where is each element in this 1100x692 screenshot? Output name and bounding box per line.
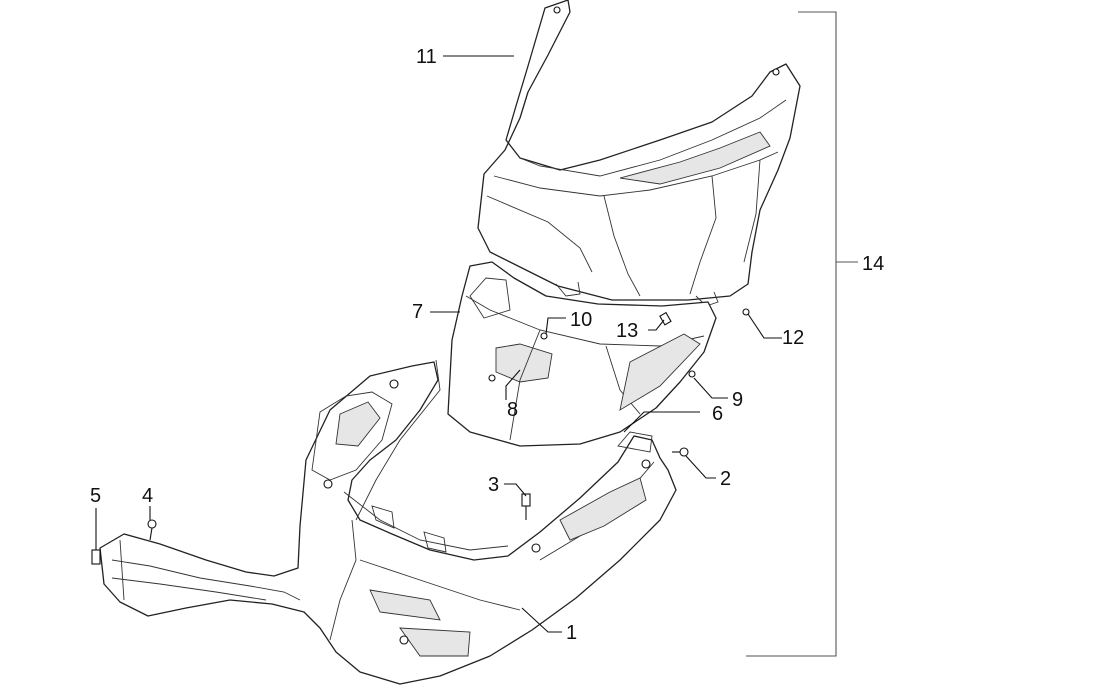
part-11-upper-shield <box>477 0 801 307</box>
fastener-13-clip <box>659 311 672 326</box>
callout-1: 1 <box>566 622 577 644</box>
fastener-8-screw <box>488 374 496 382</box>
fastener-2-screw <box>672 447 689 457</box>
callout-6: 6 <box>712 403 723 425</box>
fastener-12-screw <box>742 308 750 316</box>
callout-3: 3 <box>488 474 499 496</box>
fastener-10-screw <box>540 332 548 340</box>
part-7-inner-panel <box>447 261 717 447</box>
leader-lines <box>95 11 858 657</box>
callout-14: 14 <box>862 253 884 275</box>
callout-8: 8 <box>507 399 518 421</box>
callout-7: 7 <box>412 301 423 323</box>
callout-4: 4 <box>142 485 153 507</box>
callout-10: 10 <box>570 309 592 331</box>
callout-5: 5 <box>90 485 101 507</box>
callout-13: 13 <box>616 320 638 342</box>
callout-2: 2 <box>720 468 731 490</box>
callout-11: 11 <box>416 46 437 68</box>
fastener-4-screw <box>147 519 157 541</box>
callout-9: 9 <box>732 389 743 411</box>
part-1-floorboard <box>99 359 677 685</box>
callout-12: 12 <box>782 327 804 349</box>
fastener-5-clip <box>91 549 101 565</box>
fastener-9-screw <box>688 370 696 378</box>
fastener-3-screw <box>521 493 531 520</box>
